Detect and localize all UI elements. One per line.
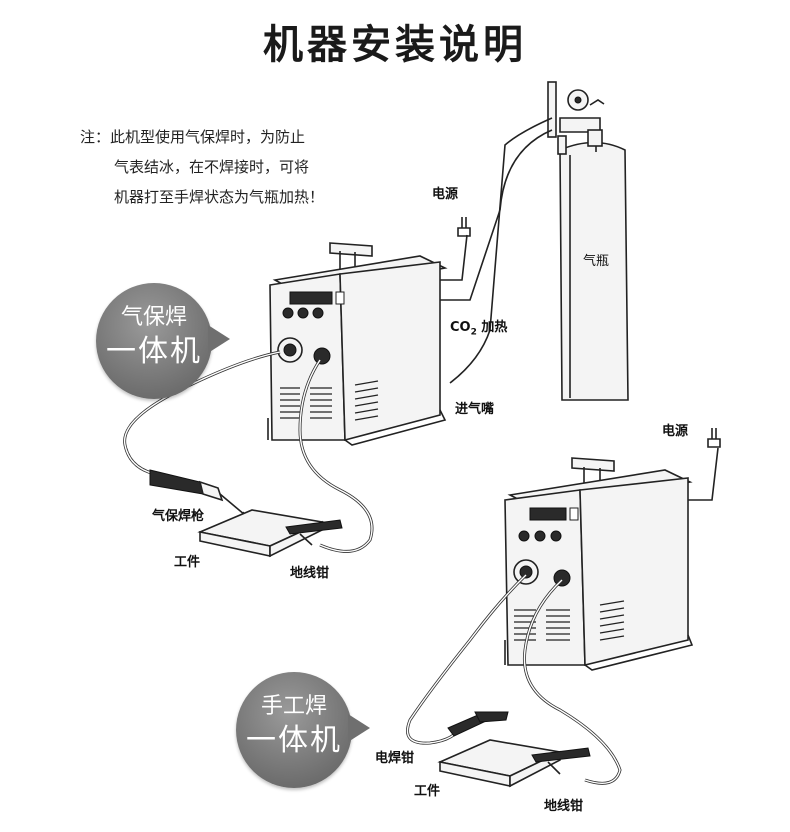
- mig-display: [289, 291, 333, 305]
- cylinder-body: [559, 141, 629, 401]
- label-power-top: 电源: [432, 187, 459, 202]
- usage-note: 注：此机型使用气保焊时，为防止 气表结冰，在不焊接时，可将 机器打至手焊状态为气…: [80, 122, 324, 212]
- label-gas-cylinder: 气瓶: [583, 254, 610, 269]
- mma-knob-1: [518, 530, 530, 542]
- mma-combo-bubble: 手工焊 一体机: [236, 672, 370, 788]
- mig-side-panel: [339, 261, 441, 442]
- mig-knob-3: [312, 307, 324, 319]
- mma-welder-machine: [504, 457, 694, 671]
- mig-handle: [329, 242, 373, 257]
- label-ground-clamp-top: 地线钳: [290, 566, 330, 581]
- co2-subscript: 2: [470, 327, 477, 338]
- mma-knob-2: [534, 530, 546, 542]
- mma-knob-3: [550, 530, 562, 542]
- note-line-1: 注：此机型使用气保焊时，为防止: [80, 128, 306, 146]
- mma-side-panel: [579, 477, 689, 667]
- co2-heater-cable: [440, 129, 553, 301]
- gas-hose: [449, 117, 553, 384]
- power-cable-top: [440, 234, 468, 281]
- label-power-bottom: 电源: [662, 424, 689, 439]
- gas-cylinder: [547, 81, 629, 401]
- co2-suffix: 加热: [476, 320, 508, 335]
- label-co2-heating: CO2 加热: [450, 316, 507, 338]
- ground-clamp-bottom-shape: [531, 747, 591, 763]
- mma-bubble-line-1: 手工焊: [260, 694, 327, 719]
- page-title: 机器安装说明: [263, 22, 527, 68]
- mig-welder-machine: [267, 242, 448, 446]
- co2-prefix: CO: [450, 320, 471, 335]
- label-workpiece-bottom: 工件: [414, 784, 441, 799]
- label-ground-clamp-bottom: 地线钳: [544, 799, 584, 814]
- mig-ground-socket: [313, 347, 331, 365]
- note-line-2: 气表结冰，在不焊接时，可将: [114, 158, 310, 176]
- power-cable-bottom: [688, 447, 719, 501]
- mig-bubble-line-2: 一体机: [106, 334, 202, 369]
- mig-knob-1: [282, 307, 294, 319]
- flowmeter: [547, 81, 557, 138]
- label-gas-inlet: 进气嘴: [455, 402, 495, 417]
- mma-bubble-line-2: 一体机: [246, 723, 342, 758]
- mig-combo-bubble: 气保焊 一体机: [96, 283, 230, 399]
- mig-knob-2: [297, 307, 309, 319]
- note-line-3: 机器打至手焊状态为气瓶加热！: [114, 188, 325, 206]
- mig-torch-handle: [149, 469, 204, 495]
- mig-bubble-line-1: 气保焊: [120, 305, 187, 330]
- label-mig-torch: 气保焊枪: [152, 509, 205, 524]
- label-workpiece-top: 工件: [174, 555, 201, 570]
- mma-handle: [571, 457, 615, 472]
- label-electrode-holder: 电焊钳: [375, 751, 415, 766]
- mma-display: [529, 507, 567, 521]
- ground-clamp-top-shape: [285, 519, 343, 535]
